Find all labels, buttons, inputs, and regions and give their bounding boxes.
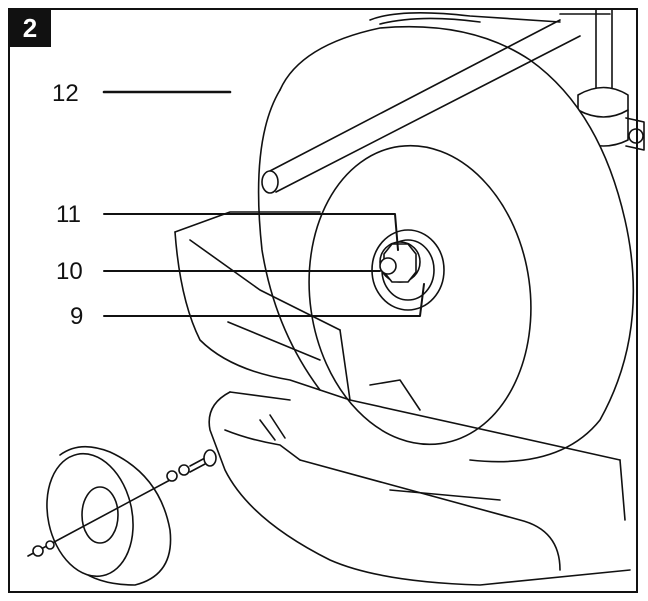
label-part-12: 12 bbox=[52, 80, 79, 107]
water-trough bbox=[174, 211, 626, 521]
tool-rest-bar bbox=[261, 19, 581, 194]
nut-washer-assembly bbox=[379, 241, 421, 283]
exploded-bolt bbox=[166, 449, 217, 482]
label-part-11: 11 bbox=[56, 201, 81, 228]
step-number-badge: 2 bbox=[9, 9, 51, 47]
label-part-9: 9 bbox=[70, 303, 83, 330]
label-part-10: 10 bbox=[56, 258, 83, 285]
base-plate bbox=[208, 391, 631, 586]
top-housing bbox=[369, 12, 611, 25]
leader-lines bbox=[102, 90, 425, 317]
grinding-wheel bbox=[257, 25, 635, 463]
exploded-wheel bbox=[27, 445, 172, 586]
diagram-frame bbox=[8, 8, 638, 593]
